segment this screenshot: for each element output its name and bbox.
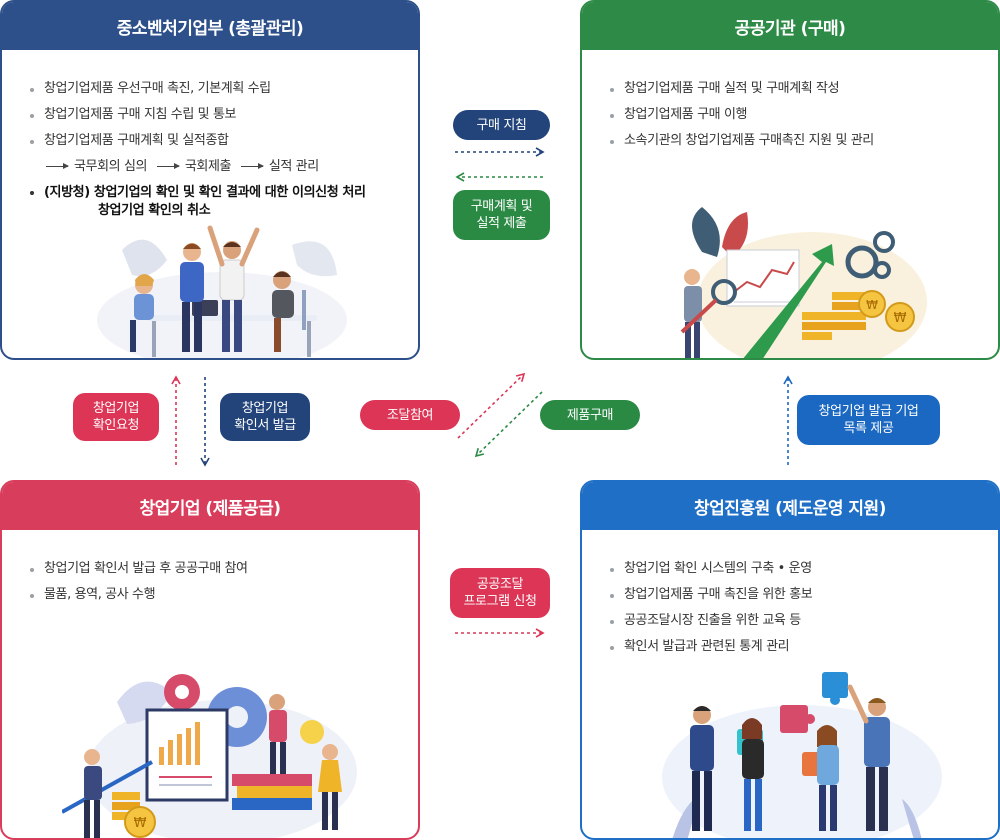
list-item: 확인서 발급과 관련된 통계 관리 xyxy=(610,634,998,660)
label-line: 실적 제출 xyxy=(476,216,527,231)
label-procurement-join: 조달참여 xyxy=(360,400,460,430)
label-line: 구매계획 및 xyxy=(470,199,533,214)
label-line: 창업기업 발급 기업 xyxy=(818,404,919,419)
list-item: 창업기업제품 구매 지침 수립 및 통보 xyxy=(30,102,418,128)
label-confirm-issue: 창업기업 확인서 발급 xyxy=(220,393,310,441)
ministry-title: 중소벤처기업부 (총괄관리) xyxy=(2,2,418,50)
startup-box: 창업기업 (제품공급) 창업기업 확인서 발급 후 공공구매 참여 물품, 용역… xyxy=(0,480,420,840)
flow-step: 국무회의 심의 xyxy=(74,159,148,174)
meeting-illustration xyxy=(97,225,347,358)
startup-list: 창업기업 확인서 발급 후 공공구매 참여 물품, 용역, 공사 수행 xyxy=(2,530,418,608)
public-agency-box: 공공기관 (구매) 창업기업제품 구매 실적 및 구매계획 작성 창업기업제품 … xyxy=(580,0,1000,360)
kised-box: 창업진흥원 (제도운영 지원) 창업기업 확인 시스템의 구축 • 운영 창업기… xyxy=(580,480,1000,840)
list-item: 창업기업제품 우선구매 촉진, 기본계획 수립 xyxy=(30,76,418,102)
bold-line-1: (지방청) 창업기업의 확인 및 확인 결과에 대한 이의신청 처리 xyxy=(44,185,366,200)
svg-text:₩: ₩ xyxy=(134,816,147,831)
label-product-purchase: 제품구매 xyxy=(540,400,640,430)
list-item: 창업기업 확인 시스템의 구축 • 운영 xyxy=(610,556,998,582)
presentation-illustration: ₩ xyxy=(62,674,357,838)
list-item: 창업기업 확인서 발급 후 공공구매 참여 xyxy=(30,556,418,582)
flow-step: 국회제출 xyxy=(184,159,232,174)
list-item: 창업기업제품 구매 이행 xyxy=(610,102,998,128)
label-line: 공공조달 xyxy=(476,577,524,592)
label-confirm-request: 창업기업 확인요청 xyxy=(73,393,159,441)
list-item: 공공조달시장 진출을 위한 교육 등 xyxy=(610,608,998,634)
list-item: 창업기업제품 구매 촉진을 위한 홍보 xyxy=(610,582,998,608)
label-list-provide: 창업기업 발급 기업 목록 제공 xyxy=(797,395,940,445)
list-item: 창업기업제품 구매 실적 및 구매계획 작성 xyxy=(610,76,998,102)
list-item: 물품, 용역, 공사 수행 xyxy=(30,582,418,608)
label-plan-submit: 구매계획 및 실적 제출 xyxy=(453,190,550,240)
list-item-bold: (지방청) 창업기업의 확인 및 확인 결과에 대한 이의신청 처리 창업기업 … xyxy=(30,184,418,220)
startup-title: 창업기업 (제품공급) xyxy=(2,482,418,530)
label-line: 창업기업 xyxy=(92,401,140,416)
arrow-right-icon xyxy=(156,163,180,169)
kised-list: 창업기업 확인 시스템의 구축 • 운영 창업기업제품 구매 촉진을 위한 홍보… xyxy=(582,530,998,660)
label-line: 확인요청 xyxy=(92,418,140,433)
label-line: 창업기업 xyxy=(241,401,289,416)
kised-title: 창업진흥원 (제도운영 지원) xyxy=(582,482,998,530)
arrow-procurement xyxy=(457,372,526,439)
label-program-apply: 공공조달 프로그램 신청 xyxy=(450,568,550,618)
flow-step: 실적 관리 xyxy=(268,159,319,174)
bold-line-2: 창업기업 확인의 취소 xyxy=(98,203,211,218)
growth-illustration: ₩ ₩ xyxy=(680,207,927,358)
list-item: 소속기관의 창업기업제품 구매촉진 지원 및 관리 xyxy=(610,128,998,154)
arrow-right-icon xyxy=(46,163,69,169)
svg-text:₩: ₩ xyxy=(894,311,907,326)
public-agency-title: 공공기관 (구매) xyxy=(582,2,998,50)
label-purchase-guide: 구매 지침 xyxy=(453,110,550,140)
svg-text:₩: ₩ xyxy=(866,298,878,312)
label-line: 확인서 발급 xyxy=(234,418,296,433)
public-agency-list: 창업기업제품 구매 실적 및 구매계획 작성 창업기업제품 구매 이행 소속기관… xyxy=(582,50,998,154)
ministry-box: 중소벤처기업부 (총괄관리) 창업기업제품 우선구매 촉진, 기본계획 수립 창… xyxy=(0,0,420,360)
puzzle-team-illustration xyxy=(662,672,942,838)
arrow-purchase xyxy=(474,391,543,458)
label-line: 목록 제공 xyxy=(843,421,894,436)
list-item: 창업기업제품 구매계획 및 실적종합 xyxy=(30,128,418,154)
ministry-list: 창업기업제품 우선구매 촉진, 기본계획 수립 창업기업제품 구매 지침 수립 … xyxy=(2,50,418,220)
flow-line: 국무회의 심의 국회제출 실적 관리 xyxy=(30,154,418,180)
label-line: 프로그램 신청 xyxy=(463,594,537,609)
arrow-right-icon xyxy=(240,163,264,169)
